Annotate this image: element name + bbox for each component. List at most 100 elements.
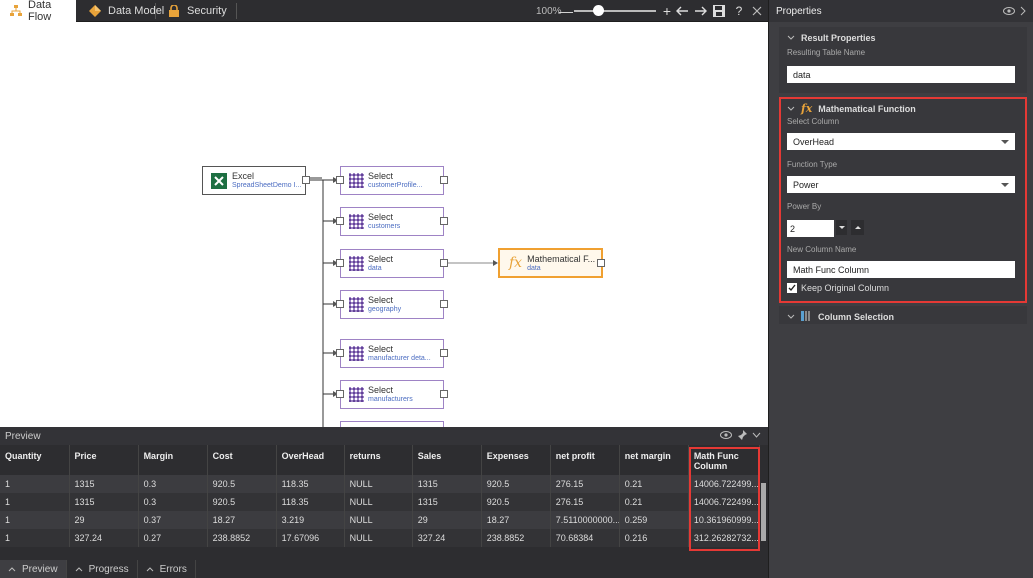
node-title: Select [368,212,394,222]
undo-icon[interactable] [674,2,690,20]
table-cell: 14006.722499... [688,475,761,493]
column-selection-header[interactable]: Column Selection [787,311,894,323]
column-header[interactable]: Quantity [0,445,70,475]
function-type-dropdown[interactable]: Power [787,176,1015,193]
tab-security[interactable]: Security [157,0,237,22]
chevron-down-icon [1001,182,1009,187]
tab-data-flow[interactable]: Data Flow [0,0,76,23]
chevron-down-icon[interactable] [752,431,761,442]
output-port[interactable] [440,259,448,267]
table-cell: 312.26282732... [688,529,761,547]
tab-label: Preview [22,563,58,575]
zoom-slider-track[interactable] [574,10,656,12]
tab-label: Data Model [108,5,165,17]
properties-header: Properties [769,0,1033,22]
output-port[interactable] [440,349,448,357]
lock-icon [167,4,181,18]
result-properties-header[interactable]: Result Properties [787,33,876,43]
table-cell: NULL [344,529,413,547]
redo-icon[interactable] [693,2,709,20]
column-selection-section[interactable] [779,306,1027,324]
save-icon[interactable] [711,2,727,20]
select-column-label: Select Column [787,117,840,126]
power-by-input[interactable]: 2 [787,220,834,237]
output-port[interactable] [302,176,310,184]
table-cell: 29 [412,511,482,529]
help-icon[interactable]: ? [735,4,743,18]
tab-progress[interactable]: Progress [67,560,138,578]
table-cell: 1 [0,529,70,547]
scrollbar-thumb[interactable] [761,483,766,541]
input-port[interactable] [336,176,344,184]
column-header[interactable]: Math Func Column [688,445,761,475]
stepper-down-button[interactable] [836,220,847,235]
data-flow-icon [10,4,22,18]
table-cell: 70.68384 [550,529,620,547]
column-header[interactable]: Margin [138,445,208,475]
function-type-value: Power [793,179,819,190]
column-header[interactable]: Sales [412,445,482,475]
tab-errors[interactable]: Errors [138,560,196,578]
zoom-slider-handle[interactable] [593,5,604,16]
tab-data-model[interactable]: Data Model [78,0,174,22]
column-header[interactable]: Expenses [481,445,551,475]
table-grid-icon [349,173,364,188]
new-column-name-input[interactable]: Math Func Column [787,261,1015,278]
stepper-up-button[interactable] [851,220,864,235]
resulting-table-name-input[interactable]: data [787,66,1015,83]
column-header[interactable]: Cost [207,445,277,475]
excel-source-node[interactable]: Excel SpreadSheetDemo I... [202,166,310,195]
input-port[interactable] [336,300,344,308]
table-cell: 10.361960999... [688,511,761,529]
input-port[interactable] [336,349,344,357]
select-column-dropdown[interactable]: OverHead [787,133,1015,150]
input-port[interactable] [336,259,344,267]
close-icon[interactable] [749,2,765,20]
column-header[interactable]: OverHead [276,445,345,475]
column-header[interactable]: net profit [550,445,620,475]
output-port[interactable] [440,176,448,184]
input-port[interactable] [336,217,344,225]
output-port[interactable] [597,259,605,267]
output-port[interactable] [440,300,448,308]
table-cell: 29 [69,511,139,529]
column-header[interactable]: returns [344,445,413,475]
table-grid-icon [349,346,364,361]
table-cell: 238.8852 [207,529,277,547]
select-node-partial[interactable] [340,421,444,427]
eye-icon[interactable] [720,430,732,443]
column-header[interactable]: net margin [619,445,689,475]
output-port[interactable] [440,390,448,398]
pin-icon[interactable] [737,430,747,443]
mathematical-function-header[interactable]: fx Mathematical Function [787,102,916,115]
keep-original-column-checkbox[interactable] [787,283,797,293]
chevron-down-icon [787,33,795,43]
node-subtitle: customers [368,223,401,230]
zoom-in-button[interactable]: + [662,3,672,19]
input-port[interactable] [336,390,344,398]
eye-icon[interactable] [1003,6,1015,19]
section-title: Column Selection [818,312,895,322]
mathematical-function-node[interactable]: fx Mathematical F... data [498,248,605,278]
output-port[interactable] [440,217,448,225]
chevron-right-icon[interactable] [1020,6,1027,19]
tab-label: Data Flow [28,0,52,23]
column-header[interactable]: Price [69,445,139,475]
tab-preview[interactable]: Preview [0,560,67,578]
zoom-out-button[interactable]: — [559,3,573,19]
table-cell: 1315 [412,475,482,493]
table-cell: 14006.722499... [688,493,761,511]
